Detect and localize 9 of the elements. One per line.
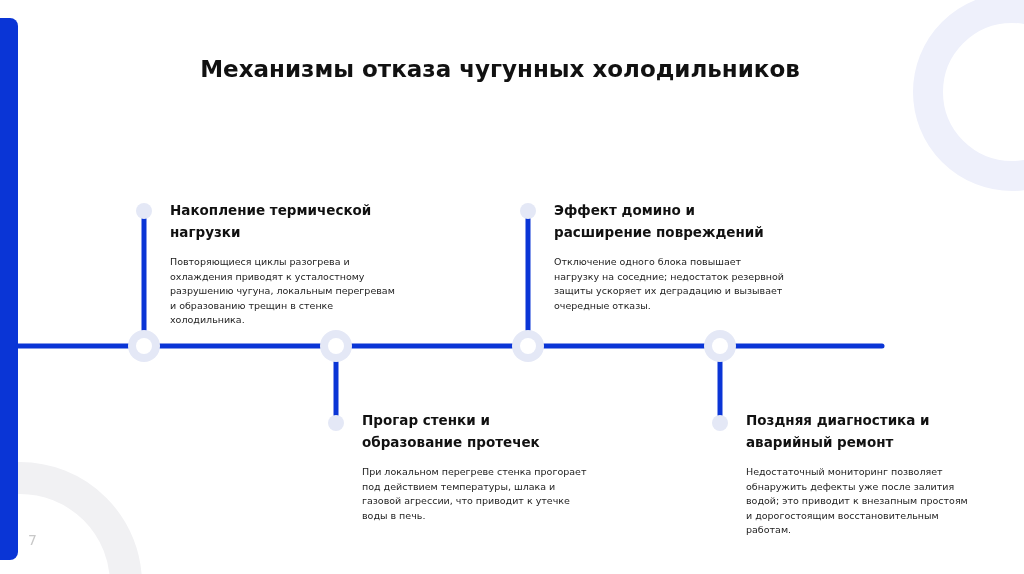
event-heading: Поздняя диагностика и аварийный ремонт <box>746 411 931 452</box>
event-heading: Эффект домино и расширение повреждений <box>554 201 765 242</box>
event-description: Отключение одного блока повышает нагрузку на соседние; недостаток резервной защиты ускоряет их деградацию и вызывает очередные отказы. <box>554 255 784 313</box>
title: Механизмы отказа чугунных холодильников <box>199 56 801 82</box>
event-description: Недостаточный мониторинг позволяет обнаружить дефекты уже после залития водой; это приводит к внезапным простоям и дорогостоящим восстановительным работам. <box>746 465 969 537</box>
event-heading: Прогар стенки и образование протечек <box>362 411 541 452</box>
event-description: При локальном перегреве стенка прогорает под действием температуры, шлака и газовой агрессии, что приводит к утечке воды в печь. <box>362 465 588 523</box>
event-description: Повторяющиеся циклы разогрева и охлаждения приводят к усталостному разрушению чугуна, локальным перегревам и образованию трещин в стенке холодильника. <box>170 255 396 327</box>
event-heading: Накопление термической нагрузки <box>170 201 373 242</box>
